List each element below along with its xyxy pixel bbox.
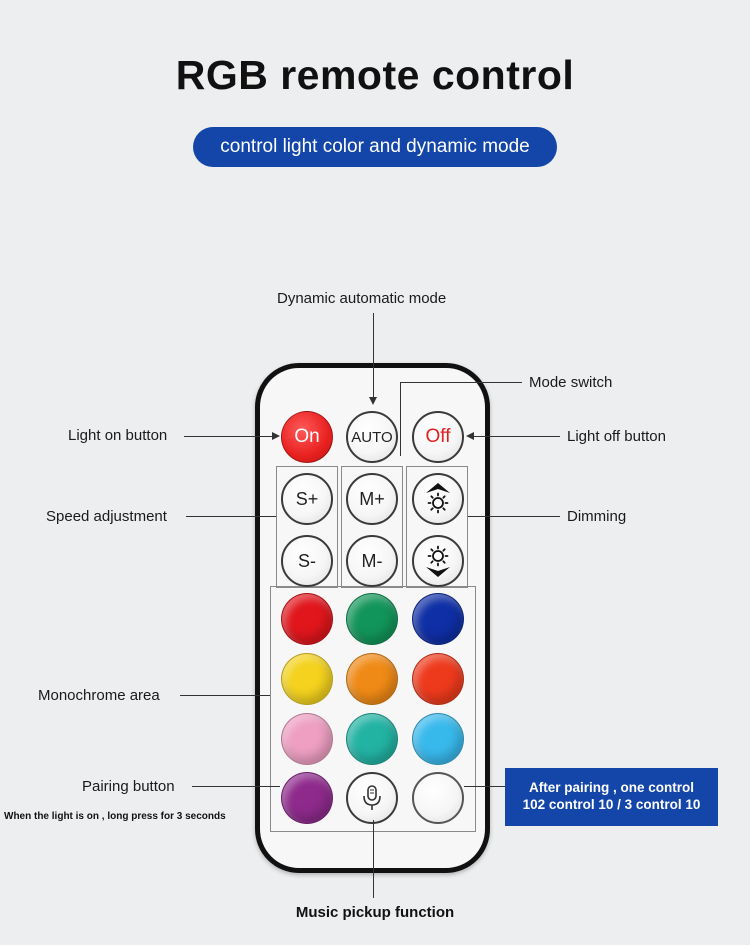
color-button-sky-blue[interactable]	[412, 713, 464, 765]
speed-down-button[interactable]: S-	[281, 535, 333, 587]
callout-monochrome-area: Monochrome area	[38, 687, 160, 704]
pairing-info-box: After pairing , one control 102 control …	[505, 768, 718, 826]
speed-up-label: S+	[295, 488, 319, 509]
mode-group-box	[341, 466, 403, 588]
color-button-teal[interactable]	[346, 713, 398, 765]
microphone-icon	[363, 785, 381, 810]
callout-arrow-on	[272, 432, 280, 440]
callout-dynamic-automatic-mode: Dynamic automatic mode	[277, 290, 447, 307]
light-off-label: Off	[425, 426, 451, 447]
speed-down-label: S-	[298, 550, 316, 571]
color-button-orange[interactable]	[346, 653, 398, 705]
pairing-note: When the light is on , long press for 3 …	[4, 811, 226, 822]
callout-line-monochrome	[180, 695, 270, 696]
light-on-button[interactable]: On	[281, 411, 333, 463]
color-button-pink[interactable]	[281, 713, 333, 765]
pairing-button[interactable]	[281, 772, 333, 824]
callout-dimming: Dimming	[567, 508, 627, 525]
blank-button[interactable]	[412, 772, 464, 824]
auto-mode-button[interactable]: AUTO	[346, 411, 398, 463]
callout-line-pairing	[192, 786, 280, 787]
callout-arrow-off	[466, 432, 474, 440]
callout-light-on: Light on button	[68, 427, 168, 444]
color-button-yellow[interactable]	[281, 653, 333, 705]
speed-up-button[interactable]: S+	[281, 473, 333, 525]
color-button-blue[interactable]	[412, 593, 464, 645]
brightness-down-icon	[426, 545, 450, 577]
brightness-up-button[interactable]	[412, 473, 464, 525]
callout-pairing-button: Pairing button	[82, 778, 175, 795]
brightness-up-icon	[426, 483, 450, 514]
pairing-info-line2: 102 control 10 / 3 control 10	[522, 797, 701, 812]
remote-control: On AUTO Off S+ M+ S-	[255, 363, 490, 873]
callout-line-infobox	[464, 786, 505, 787]
brightness-down-button[interactable]	[412, 535, 464, 587]
light-off-button[interactable]: Off	[412, 411, 464, 463]
callout-music-pickup: Music pickup function	[295, 904, 455, 921]
subtitle-banner: control light color and dynamic mode	[193, 127, 557, 167]
callout-line-on	[184, 436, 272, 437]
callout-light-off: Light off button	[567, 428, 666, 445]
color-button-red[interactable]	[281, 593, 333, 645]
mode-down-label: M-	[361, 550, 383, 571]
callout-arrow-auto	[369, 397, 377, 405]
light-on-label: On	[294, 426, 320, 447]
color-button-orange-red[interactable]	[412, 653, 464, 705]
music-pickup-button[interactable]	[346, 772, 398, 824]
callout-mode-switch: Mode switch	[529, 374, 613, 391]
callout-line-mode-v	[400, 382, 401, 456]
dimming-group-box	[406, 466, 468, 588]
mode-up-label: M+	[359, 488, 385, 509]
callout-line-music	[373, 820, 374, 898]
mode-down-button[interactable]: M-	[346, 535, 398, 587]
speed-group-box	[276, 466, 338, 588]
callout-line-dimming	[468, 516, 560, 517]
callout-line-auto	[373, 313, 374, 399]
callout-speed-adjustment: Speed adjustment	[46, 508, 167, 525]
auto-label: AUTO	[351, 428, 393, 446]
page-title: RGB remote control	[175, 52, 575, 98]
callout-line-speed	[186, 516, 276, 517]
pairing-info-line1: After pairing , one control	[528, 780, 694, 795]
callout-line-mode-h	[400, 382, 522, 383]
callout-line-off	[474, 436, 560, 437]
color-button-green[interactable]	[346, 593, 398, 645]
mode-up-button[interactable]: M+	[346, 473, 398, 525]
